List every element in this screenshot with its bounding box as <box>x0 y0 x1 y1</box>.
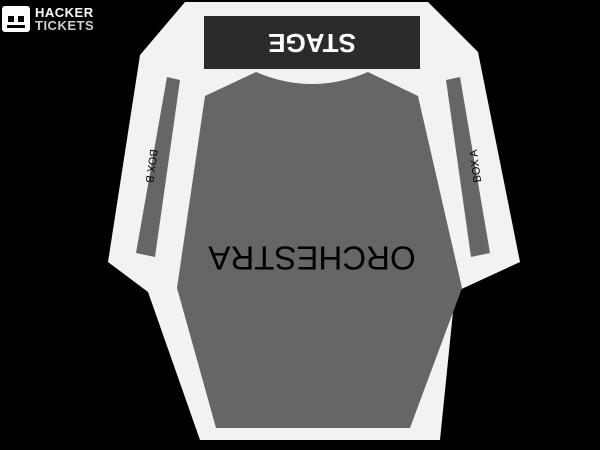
hacker-tickets-logo: HACKER TICKETS <box>2 4 114 34</box>
orchestra-section[interactable] <box>177 72 462 428</box>
stage-label: STAGE <box>268 28 356 58</box>
box-a-label: BOX A <box>468 148 485 183</box>
logo-wordmark: HACKER TICKETS <box>35 6 94 32</box>
logo-line-2: TICKETS <box>35 18 95 33</box>
box-b-label: BOX B <box>143 149 160 184</box>
logo-line-1: HACKER <box>35 5 94 20</box>
orchestra-label: ORCHESTRA <box>208 240 415 277</box>
box-b-section[interactable] <box>136 77 180 257</box>
stage-section[interactable] <box>204 16 420 69</box>
ticket-badge-icon <box>2 6 30 32</box>
box-a-section[interactable] <box>446 77 490 257</box>
